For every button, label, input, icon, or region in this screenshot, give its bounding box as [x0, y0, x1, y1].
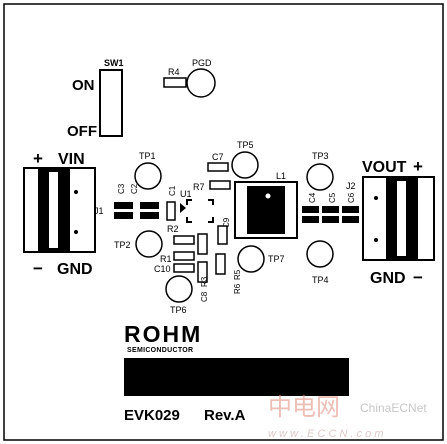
c10-label: C10 — [154, 264, 171, 274]
tp7-test-point — [237, 245, 265, 273]
l1-pin-1-marker — [265, 193, 271, 199]
c3-label: C3 — [117, 183, 126, 194]
r1-resistor — [173, 251, 195, 261]
board-model: EVK029 — [124, 407, 180, 424]
watermark-site: ChinaECNet — [360, 401, 427, 415]
r2-resistor — [173, 235, 195, 245]
c10-capacitor — [173, 263, 195, 273]
r6-label: R6 — [233, 283, 242, 294]
r7-label: R7 — [193, 182, 205, 192]
r4-label: R4 — [168, 67, 180, 77]
tp6-test-point — [165, 275, 193, 303]
vout-plus-sign: + — [413, 157, 423, 176]
c2-label: C2 — [130, 183, 139, 194]
j1-pin-2 — [74, 230, 78, 234]
c9-capacitor — [217, 225, 228, 245]
watermark-cn: 中电网 — [268, 394, 340, 421]
tp3-label: TP3 — [312, 151, 329, 161]
j1-terminal-slot — [49, 172, 58, 248]
tp6-label: TP6 — [170, 305, 187, 315]
pgd-test-point — [186, 68, 216, 98]
tp1-label: TP1 — [139, 151, 156, 161]
tp7-label: TP7 — [268, 254, 285, 264]
c6-capacitor — [342, 206, 359, 223]
j2-pin-1 — [374, 196, 378, 200]
c8-label: C8 — [200, 291, 209, 302]
l1-label: L1 — [276, 171, 286, 181]
tp1-test-point — [134, 162, 162, 190]
r-upper-resistor — [197, 233, 208, 255]
c7-capacitor — [207, 162, 229, 172]
tp2-label: TP2 — [114, 240, 131, 250]
r3-label: R3 — [200, 276, 209, 287]
switch-on-label: ON — [72, 77, 95, 94]
r7-resistor — [209, 180, 231, 190]
vout-label: VOUT — [362, 159, 407, 176]
c7-label: C7 — [212, 152, 224, 162]
sw1-label: SW1 — [104, 58, 124, 68]
vin-label: VIN — [58, 151, 85, 168]
vin-gnd-label: GND — [57, 261, 93, 278]
tp3-test-point — [306, 163, 334, 191]
c2-capacitor — [140, 202, 159, 219]
r1-label: R1 — [160, 254, 172, 264]
board-revision: Rev.A — [204, 407, 246, 424]
sw1-switch[interactable] — [99, 69, 123, 137]
r2-label: R2 — [167, 224, 179, 234]
tp4-label: TP4 — [312, 275, 329, 285]
tp5-label: TP5 — [237, 140, 254, 150]
u1-label: U1 — [180, 189, 192, 199]
tp2-test-point — [135, 230, 163, 258]
vout-minus-sign: − — [413, 268, 423, 287]
c4-capacitor — [302, 206, 319, 223]
pgd-label: PGD — [192, 58, 212, 68]
c1-label: C1 — [168, 185, 177, 196]
u1-ic-outline — [180, 199, 214, 223]
tp5-test-point — [231, 151, 259, 179]
r5-label: R5 — [233, 269, 242, 280]
c9-label: C9 — [222, 217, 231, 228]
j1-label: J1 — [94, 206, 104, 216]
c4-label: C4 — [308, 192, 317, 203]
c6-label: C6 — [347, 192, 356, 203]
j2-pin-2 — [374, 238, 378, 242]
vin-plus-sign: + — [33, 149, 43, 168]
r3-resistor — [197, 261, 208, 283]
c5-capacitor — [322, 206, 339, 223]
c5-label: C5 — [328, 192, 337, 203]
j2-terminal-slot — [397, 181, 406, 256]
r4-resistor — [163, 77, 187, 88]
rohm-logo-text: ROHM — [124, 321, 202, 347]
c1-capacitor — [166, 201, 176, 221]
j2-label: J2 — [346, 181, 356, 191]
l1-inductor-core — [247, 186, 285, 234]
rohm-logo-subtext: SEMICONDUCTOR — [127, 347, 193, 354]
watermark-url: w w w . E C C N . c o m — [268, 428, 384, 440]
vout-gnd-label: GND — [370, 270, 406, 287]
c3-capacitor — [114, 202, 133, 219]
vin-minus-sign: − — [33, 259, 43, 278]
r5-resistor — [215, 253, 226, 275]
tp4-test-point — [306, 240, 334, 268]
j1-pin-1 — [74, 190, 78, 194]
watermark: 中电网 ChinaECNet w w w . E C C N . c o m — [268, 394, 427, 440]
label-block — [124, 358, 349, 396]
switch-off-label: OFF — [67, 123, 97, 140]
